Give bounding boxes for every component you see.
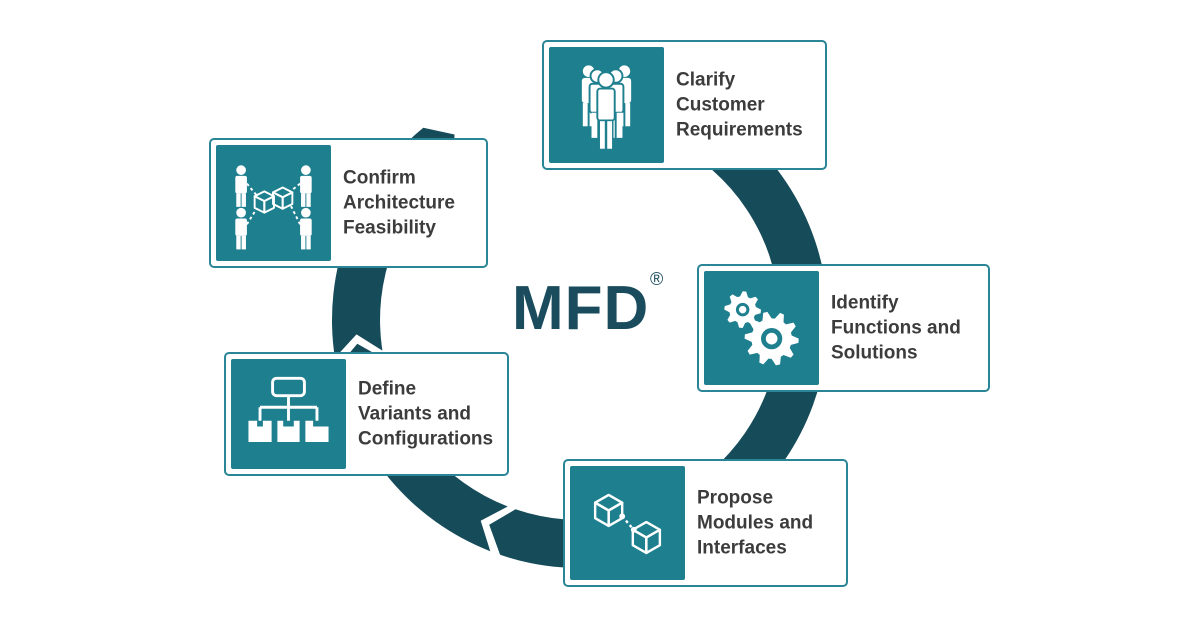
step-label: Propose Modules and Interfaces bbox=[697, 487, 814, 559]
step-card-confirm-architecture: Confirm Architecture Feasibility bbox=[209, 138, 488, 268]
people-group-icon bbox=[549, 47, 664, 163]
step-label: Clarify Customer Requirements bbox=[676, 69, 803, 141]
gears-icon bbox=[704, 271, 819, 385]
registered-mark: ® bbox=[650, 269, 664, 289]
linked-cubes-icon bbox=[570, 466, 685, 580]
architecture-network-icon bbox=[216, 145, 331, 261]
step-card-propose-modules: Propose Modules and Interfaces bbox=[563, 459, 848, 587]
step-label: Confirm Architecture Feasibility bbox=[343, 167, 455, 239]
step-label: Identify Functions and Solutions bbox=[831, 292, 961, 364]
step-label: Define Variants and Configurations bbox=[358, 378, 494, 450]
hierarchy-tree-icon bbox=[231, 359, 346, 469]
step-card-define-variants: Define Variants and Configurations bbox=[224, 352, 509, 476]
gear-small-icon bbox=[724, 291, 762, 328]
diagram-title: MFD bbox=[512, 274, 650, 343]
step-card-clarify-requirements: Clarify Customer Requirements bbox=[542, 40, 827, 170]
step-card-identify-functions: Identify Functions and Solutions bbox=[697, 264, 990, 392]
gear-large-icon bbox=[744, 311, 799, 366]
